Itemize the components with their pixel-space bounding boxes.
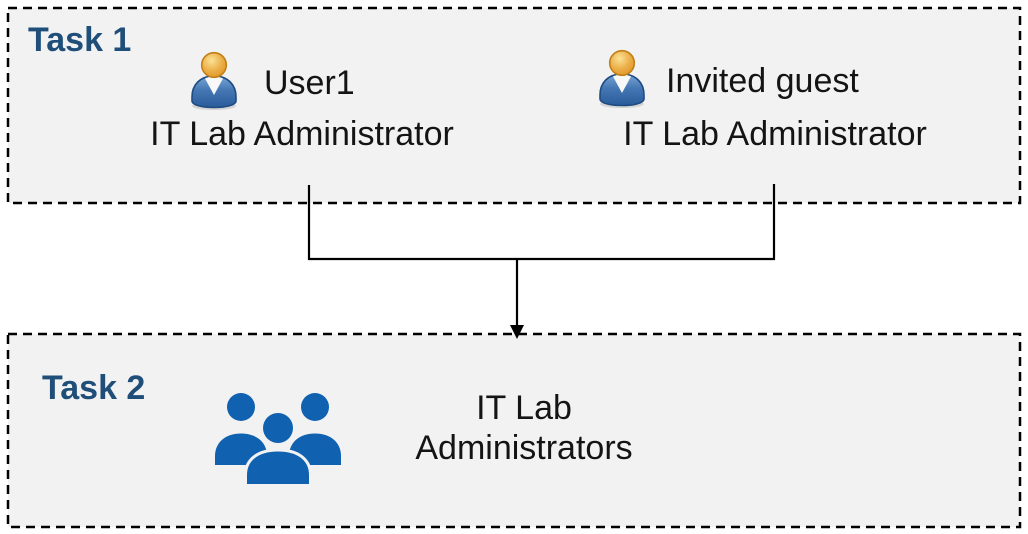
group-name-line1: IT Lab — [476, 389, 572, 427]
member-name: User1 — [264, 64, 355, 102]
task1-label: Task 1 — [28, 21, 132, 59]
member-role: IT Lab Administrator — [623, 115, 927, 153]
member-name: Invited guest — [666, 62, 859, 100]
group-name: IT Lab Administrators — [402, 388, 646, 468]
person-icon — [186, 51, 242, 111]
task2-label: Task 2 — [42, 369, 146, 407]
group-name-line2: Administrators — [415, 429, 633, 467]
task1-box — [8, 8, 1020, 203]
person-icon — [594, 49, 650, 109]
people-group-icon — [215, 393, 341, 484]
member-role: IT Lab Administrator — [150, 115, 454, 153]
